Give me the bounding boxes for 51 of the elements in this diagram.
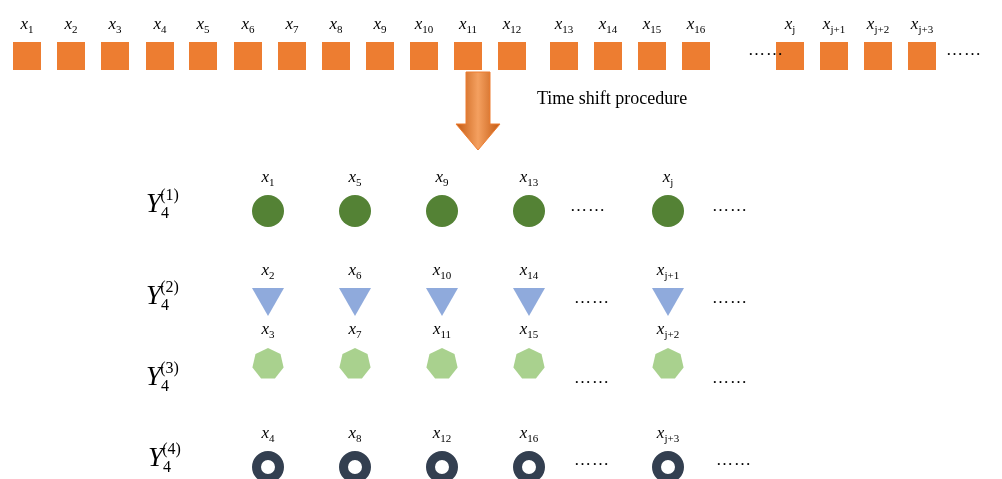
- variable-label: x$_{6}$: [348, 261, 362, 284]
- variable-label: x$_{1}$: [20, 15, 34, 38]
- variable-label: x$_{j+1}$: [656, 261, 680, 284]
- variable-label: x$_{5}$: [348, 168, 362, 191]
- variable-label: x$_{13}$: [554, 15, 574, 38]
- variable-label: x$_{16}$: [519, 424, 539, 447]
- variable-label: x$_{j}$: [662, 168, 674, 191]
- variable-label: x$_{10}$: [414, 15, 434, 38]
- ellipsis-text: ……: [574, 450, 610, 470]
- ellipsis-text: ……: [574, 368, 610, 388]
- procedure-caption: Time shift procedure: [537, 88, 688, 109]
- variable-label: x$_{2}$: [261, 261, 275, 284]
- variable-label: x$_{16}$: [686, 15, 706, 38]
- variable-label: x$_{13}$: [519, 168, 539, 191]
- variable-label: x$_{10}$: [432, 261, 452, 284]
- variable-label: x$_{j+2}$: [866, 15, 890, 38]
- variable-label: x$_{7}$: [285, 15, 299, 38]
- variable-label: x$_{14}$: [598, 15, 618, 38]
- ellipsis-text: ……: [574, 288, 610, 308]
- variable-label: x$_{14}$: [519, 261, 539, 284]
- variable-label: x$_{1}$: [261, 168, 275, 191]
- ellipsis-text: ……: [712, 368, 748, 388]
- variable-label: x$_{12}$: [502, 15, 522, 38]
- variable-label: x$_{5}$: [196, 15, 210, 38]
- variable-label: x$_{7}$: [348, 320, 362, 343]
- variable-label: x$_{j+1}$: [822, 15, 846, 38]
- variable-label: x$_{8}$: [329, 15, 343, 38]
- variable-label: x$_{6}$: [241, 15, 255, 38]
- ellipsis-text: ……: [946, 40, 982, 60]
- variable-label: x$_{j+3}$: [656, 424, 680, 447]
- ellipsis-text: ……: [748, 40, 784, 60]
- variable-label: x$_{j+2}$: [656, 320, 680, 343]
- variable-label: x$_{12}$: [432, 424, 452, 447]
- variable-label: x$_{3}$: [108, 15, 122, 38]
- variable-label: x$_{2}$: [64, 15, 78, 38]
- ellipsis-text: ……: [716, 450, 752, 470]
- variable-label: x$_{9}$: [373, 15, 387, 38]
- variable-label: x$_{15}$: [519, 320, 539, 343]
- variable-label: x$_{4}$: [261, 424, 275, 447]
- ellipsis-text: ……: [570, 196, 606, 216]
- variable-label: x$_{9}$: [435, 168, 449, 191]
- variable-label: x$_{15}$: [642, 15, 662, 38]
- variable-label: x$_{3}$: [261, 320, 275, 343]
- ellipsis-text: ……: [712, 288, 748, 308]
- ellipsis-text: ……: [712, 196, 748, 216]
- variable-label: x$_{8}$: [348, 424, 362, 447]
- variable-label: x$_{11}$: [458, 15, 478, 38]
- variable-label: x$_{11}$: [432, 320, 452, 343]
- variable-label: x$_{j}$: [784, 15, 796, 38]
- variable-label: x$_{j+3}$: [910, 15, 934, 38]
- variable-label: x$_{4}$: [153, 15, 167, 38]
